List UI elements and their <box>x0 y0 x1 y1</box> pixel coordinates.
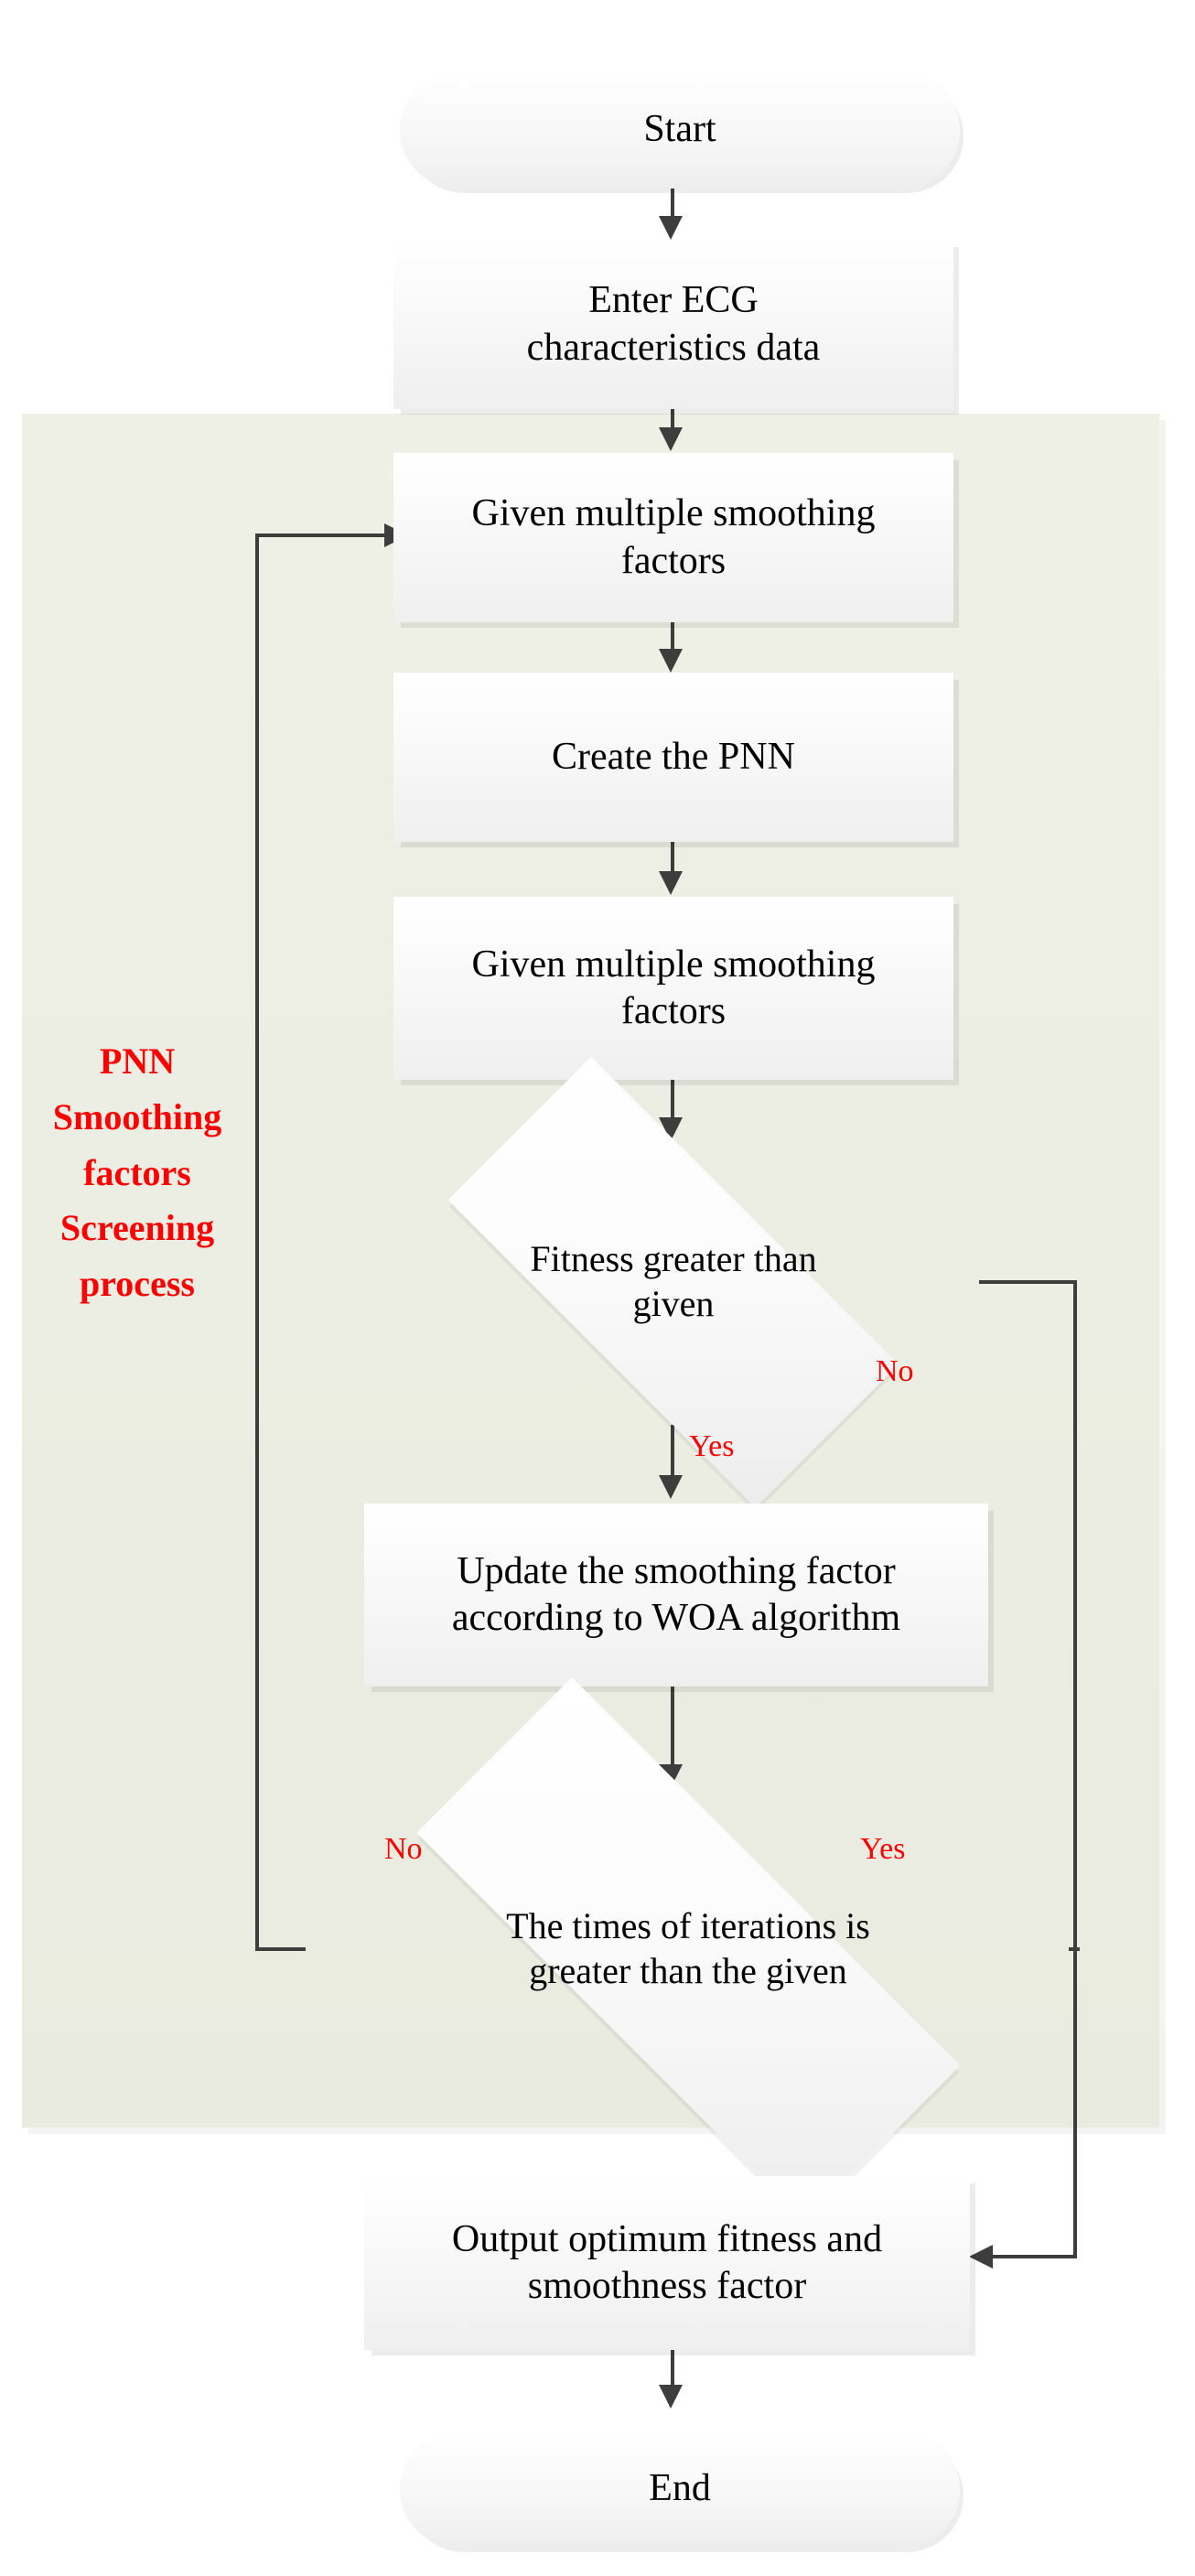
wire-start-to-enter <box>671 189 674 220</box>
edge-label-iteration-no: No <box>384 1832 423 1866</box>
arrowhead-given1-to-create <box>659 649 683 673</box>
node-decision-fitness-label: Fitness greater than given <box>530 1238 817 1324</box>
node-decision-fitness[interactable]: Fitness greater than given <box>366 1057 981 1507</box>
node-update-smoothing-factor[interactable]: Update the smoothing factor according to… <box>364 1504 988 1687</box>
edge-label-iteration-yes: Yes <box>860 1832 906 1866</box>
node-decision-iterations[interactable]: The times of iterations is greater than … <box>300 1677 1076 2221</box>
node-update-smoothing-factor-label: Update the smoothing factor according to… <box>451 1549 901 1639</box>
node-output-optimum-label: Output optimum fitness and smoothness fa… <box>451 2217 883 2307</box>
arrowhead-start-to-enter <box>659 216 683 240</box>
wire-feedback-to-given1 <box>255 534 388 537</box>
node-start-label: Start <box>643 108 716 151</box>
node-enter-ecg-data-label: Enter ECG characteristics data <box>526 279 821 369</box>
edge-label-fitness-yes: Yes <box>689 1429 735 1463</box>
edge-label-fitness-no: No <box>876 1354 914 1388</box>
arrowhead-output-to-end <box>659 2385 683 2409</box>
wire-bus-to-output <box>993 2255 1077 2258</box>
node-end-label: End <box>649 2467 711 2510</box>
node-given-smoothing-factors-2[interactable]: Given multiple smoothing factors <box>393 897 953 1080</box>
wire-create-to-given2 <box>671 842 674 873</box>
wire-fitness-no-to-bus <box>979 1280 1077 1284</box>
wire-output-to-end <box>671 2350 674 2388</box>
wire-enter-to-given1 <box>671 409 674 429</box>
node-given-smoothing-factors-1-label: Given multiple smoothing factors <box>471 492 876 582</box>
wire-iteration-no-to-feedback <box>255 1947 306 1951</box>
arrowhead-bus-to-output <box>969 2245 993 2269</box>
arrowhead-fitness-yes-to-update <box>659 1475 683 1499</box>
arrowhead-create-to-given2 <box>659 871 683 895</box>
arrowhead-enter-to-given1 <box>659 427 683 451</box>
node-end[interactable]: End <box>400 2430 960 2548</box>
wire-fitness-yes-to-update <box>671 1425 674 1480</box>
wire-left-feedback-bus <box>255 534 259 1951</box>
region-caption-pnn-screening: PNN Smoothing factors Screening process <box>52 1040 222 1305</box>
node-create-pnn-label: Create the PNN <box>552 735 795 778</box>
wire-update-to-iteration <box>671 1687 674 1767</box>
node-decision-iterations-label: The times of iterations is greater than … <box>506 1905 870 1991</box>
wire-given1-to-create <box>671 622 674 652</box>
wire-right-bus <box>1073 1280 1077 2258</box>
node-start[interactable]: Start <box>400 71 960 189</box>
node-output-optimum[interactable]: Output optimum fitness and smoothness fa… <box>364 2176 970 2350</box>
node-given-smoothing-factors-2-label: Given multiple smoothing factors <box>471 943 876 1032</box>
wire-given2-to-fitness <box>671 1080 674 1124</box>
node-given-smoothing-factors-1[interactable]: Given multiple smoothing factors <box>393 453 953 622</box>
node-enter-ecg-data[interactable]: Enter ECG characteristics data <box>393 240 953 409</box>
node-create-pnn[interactable]: Create the PNN <box>393 673 953 842</box>
